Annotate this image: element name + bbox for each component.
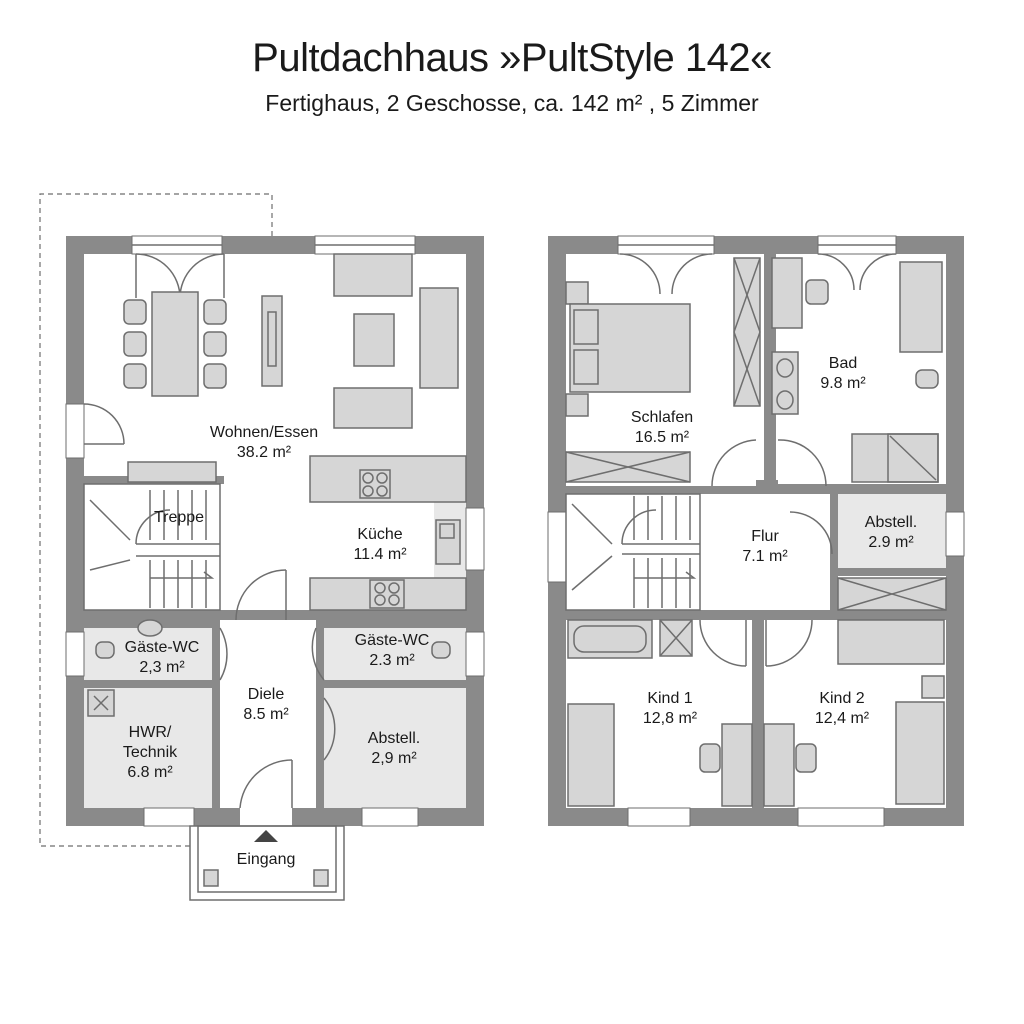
upper-staircase bbox=[565, 493, 701, 611]
label-hwr-name1: HWR/ bbox=[129, 724, 172, 741]
label-abstell-upper-area: 2.9 m² bbox=[868, 534, 914, 551]
label-abstell-ground-area: 2,9 m² bbox=[371, 750, 417, 767]
label-hwr-area: 6.8 m² bbox=[127, 764, 173, 781]
label-kueche-name: Küche bbox=[357, 526, 402, 543]
entrance-arrow-icon bbox=[254, 830, 278, 842]
label-treppe: Treppe bbox=[154, 509, 204, 526]
label-flur-area: 7.1 m² bbox=[742, 548, 788, 565]
label-wohnen-area: 38.2 m² bbox=[237, 444, 292, 461]
label-flur-name: Flur bbox=[751, 528, 779, 545]
label-diele-area: 8.5 m² bbox=[243, 706, 289, 723]
label-schlafen-area: 16.5 m² bbox=[635, 429, 690, 446]
label-wc-right-name: Gäste-WC bbox=[355, 632, 430, 649]
label-diele-name: Diele bbox=[248, 686, 285, 703]
label-wc-left-area: 2,3 m² bbox=[139, 659, 185, 676]
label-kind1-area: 12,8 m² bbox=[643, 710, 698, 727]
page-subtitle: Fertighaus, 2 Geschosse, ca. 142 m² , 5 … bbox=[265, 90, 759, 116]
label-kueche-area: 11.4 m² bbox=[353, 546, 407, 563]
ground-floor-plan bbox=[39, 193, 485, 901]
label-kind2-area: 12,4 m² bbox=[815, 710, 870, 727]
label-bad-name: Bad bbox=[829, 355, 857, 372]
page-title: Pultdachhaus »PultStyle 142« bbox=[252, 36, 772, 80]
label-wc-right-area: 2.3 m² bbox=[369, 652, 415, 669]
terrace-outline bbox=[39, 193, 273, 847]
label-bad-area: 9.8 m² bbox=[820, 375, 866, 392]
label-eingang: Eingang bbox=[237, 851, 296, 868]
label-wc-left-name: Gäste-WC bbox=[125, 639, 200, 656]
label-abstell-upper-name: Abstell. bbox=[865, 514, 917, 531]
room-labels: Wohnen/Essen 38.2 m² Treppe Küche 11.4 m… bbox=[123, 355, 917, 868]
label-hwr-name2: Technik bbox=[123, 744, 178, 761]
label-kind2-name: Kind 2 bbox=[819, 690, 864, 707]
label-wohnen-name: Wohnen/Essen bbox=[210, 424, 318, 441]
label-kind1-name: Kind 1 bbox=[647, 690, 692, 707]
upper-floor-plan bbox=[547, 235, 965, 827]
ground-staircase bbox=[83, 483, 221, 611]
label-abstell-ground-name: Abstell. bbox=[368, 730, 420, 747]
label-schlafen-name: Schlafen bbox=[631, 409, 693, 426]
